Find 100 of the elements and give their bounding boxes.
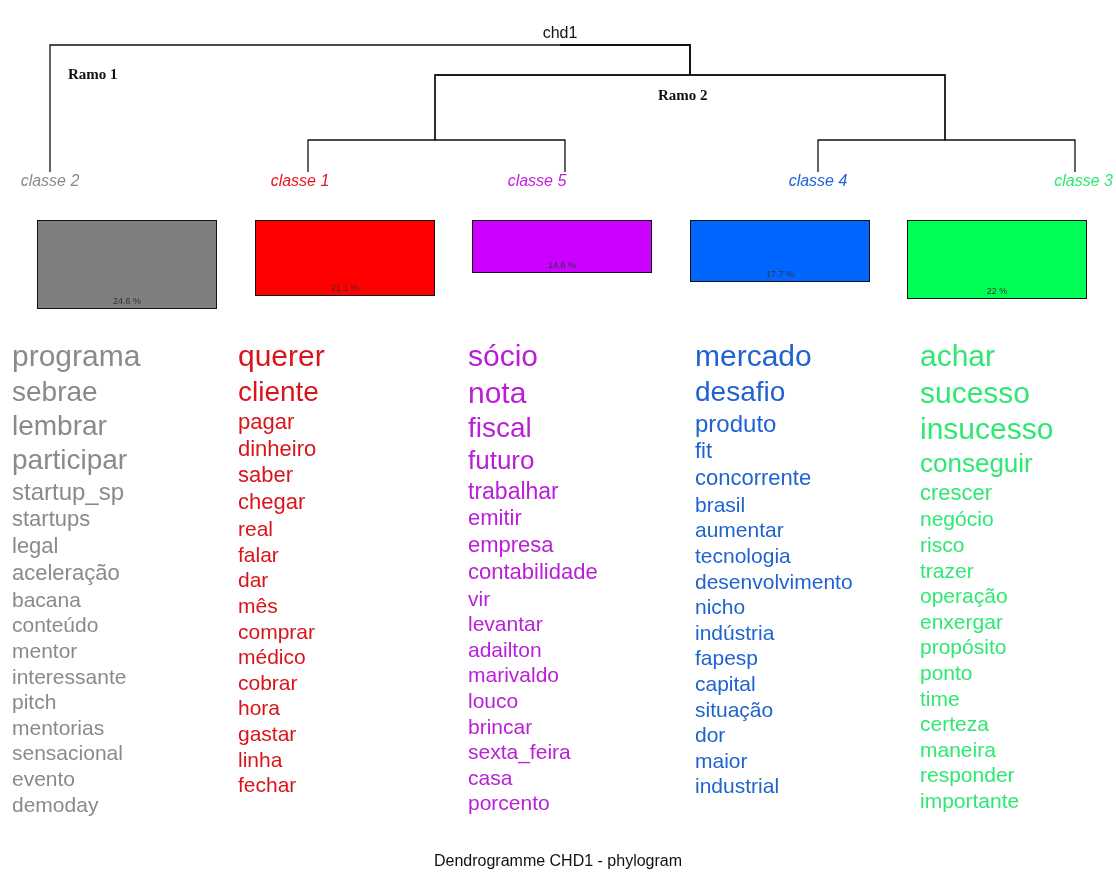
- dendrogram-branch: [559, 44, 1076, 173]
- word-label: time: [920, 685, 960, 712]
- word-label: aumentar: [695, 517, 784, 543]
- word-label: importante: [920, 788, 1020, 814]
- word-label: lembrar: [12, 408, 107, 443]
- word-label: comprar: [238, 618, 316, 645]
- word-label: startups: [12, 506, 91, 534]
- class-label: classe 1: [270, 172, 330, 190]
- percentage-label: 22 %: [986, 286, 1008, 296]
- word-label: nicho: [695, 594, 746, 620]
- word-label: nota: [468, 374, 527, 411]
- word-label: marivaldo: [468, 662, 560, 689]
- word-label: indústria: [695, 619, 775, 646]
- class-bar: [37, 220, 217, 309]
- word-label: sensacional: [12, 740, 123, 767]
- word-label: conseguir: [920, 447, 1033, 480]
- percentage-label: 17.7 %: [766, 269, 794, 279]
- word-label: operação: [920, 583, 1008, 609]
- percentage-label: 21.1 %: [331, 283, 359, 293]
- class-bar: [690, 220, 870, 282]
- word-label: mentorias: [12, 714, 105, 741]
- root-label: chd1: [542, 24, 578, 42]
- word-label: bacana: [12, 586, 81, 613]
- word-label: cliente: [238, 374, 319, 409]
- word-label: levantar: [468, 611, 543, 637]
- word-label: hora: [238, 695, 281, 721]
- dendrogram-branch: [49, 44, 561, 173]
- word-label: fapesp: [695, 645, 759, 671]
- word-label: legal: [12, 533, 59, 560]
- word-label: maneira: [920, 736, 996, 763]
- word-label: brincar: [468, 713, 533, 740]
- word-label: linha: [238, 746, 283, 773]
- word-label: futuro: [468, 445, 535, 478]
- word-label: desenvolvimento: [695, 568, 853, 595]
- word-label: concorrente: [695, 464, 812, 492]
- word-label: louco: [468, 688, 519, 714]
- word-label: contabilidade: [468, 558, 598, 586]
- word-label: mercado: [695, 338, 812, 374]
- word-label: desafio: [695, 374, 786, 409]
- word-label: participar: [12, 442, 128, 477]
- word-label: real: [238, 516, 274, 542]
- percentage-label: 24.6 %: [113, 296, 141, 306]
- word-label: sebrae: [12, 374, 98, 409]
- class-label: classe 2: [20, 172, 80, 190]
- word-label: startup_sp: [12, 477, 125, 507]
- word-label: chegar: [238, 489, 306, 517]
- word-label: trazer: [920, 557, 974, 584]
- word-label: propósito: [920, 634, 1007, 660]
- word-label: situação: [695, 696, 774, 723]
- word-label: ponto: [920, 660, 973, 686]
- word-label: sócio: [468, 338, 539, 374]
- word-label: emitir: [468, 505, 522, 532]
- word-label: porcento: [468, 790, 550, 817]
- word-label: risco: [920, 531, 965, 558]
- word-label: fechar: [238, 772, 297, 798]
- word-label: saber: [238, 462, 294, 490]
- word-label: capital: [695, 670, 756, 697]
- word-label: casa: [468, 764, 513, 791]
- word-label: vir: [468, 585, 491, 612]
- word-label: enxergar: [920, 608, 1003, 635]
- word-label: sexta_feira: [468, 739, 571, 765]
- class-bar: [907, 220, 1087, 299]
- word-label: dar: [238, 567, 269, 593]
- word-label: mês: [238, 592, 278, 619]
- class-bar: [472, 220, 652, 273]
- word-label: responder: [920, 762, 1015, 789]
- class-label: classe 5: [507, 172, 567, 190]
- word-label: sucesso: [920, 374, 1031, 411]
- word-label: mentor: [12, 638, 78, 664]
- caption: Dendrogramme CHD1 - phylogram: [432, 852, 684, 870]
- word-label: cobrar: [238, 669, 298, 696]
- word-label: falar: [238, 541, 279, 568]
- word-label: evento: [12, 766, 76, 792]
- word-label: interessante: [12, 663, 127, 690]
- word-label: certeza: [920, 711, 989, 737]
- word-label: querer: [238, 338, 325, 374]
- word-label: maior: [695, 747, 748, 774]
- word-label: fit: [695, 438, 713, 465]
- word-label: crescer: [920, 479, 993, 507]
- class-bar: [255, 220, 435, 296]
- word-label: insucesso: [920, 411, 1054, 448]
- word-label: aceleração: [12, 560, 120, 587]
- word-label: dor: [695, 722, 726, 748]
- word-label: programa: [12, 338, 141, 374]
- word-label: pitch: [12, 689, 57, 715]
- word-label: empresa: [468, 531, 554, 559]
- word-label: pagar: [238, 408, 295, 436]
- branch-label: Ramo 2: [658, 87, 708, 104]
- word-label: produto: [695, 408, 777, 438]
- percentage-label: 14.6 %: [548, 260, 576, 270]
- word-label: demoday: [12, 791, 99, 818]
- word-label: gastar: [238, 720, 297, 747]
- word-label: adailton: [468, 636, 542, 663]
- branch-label: Ramo 1: [68, 66, 118, 83]
- word-label: conteúdo: [12, 612, 99, 639]
- word-label: fiscal: [468, 411, 532, 446]
- class-label: classe 4: [788, 172, 848, 190]
- word-label: médico: [238, 644, 306, 670]
- class-label: classe 3: [1054, 172, 1113, 190]
- word-label: negócio: [920, 506, 994, 532]
